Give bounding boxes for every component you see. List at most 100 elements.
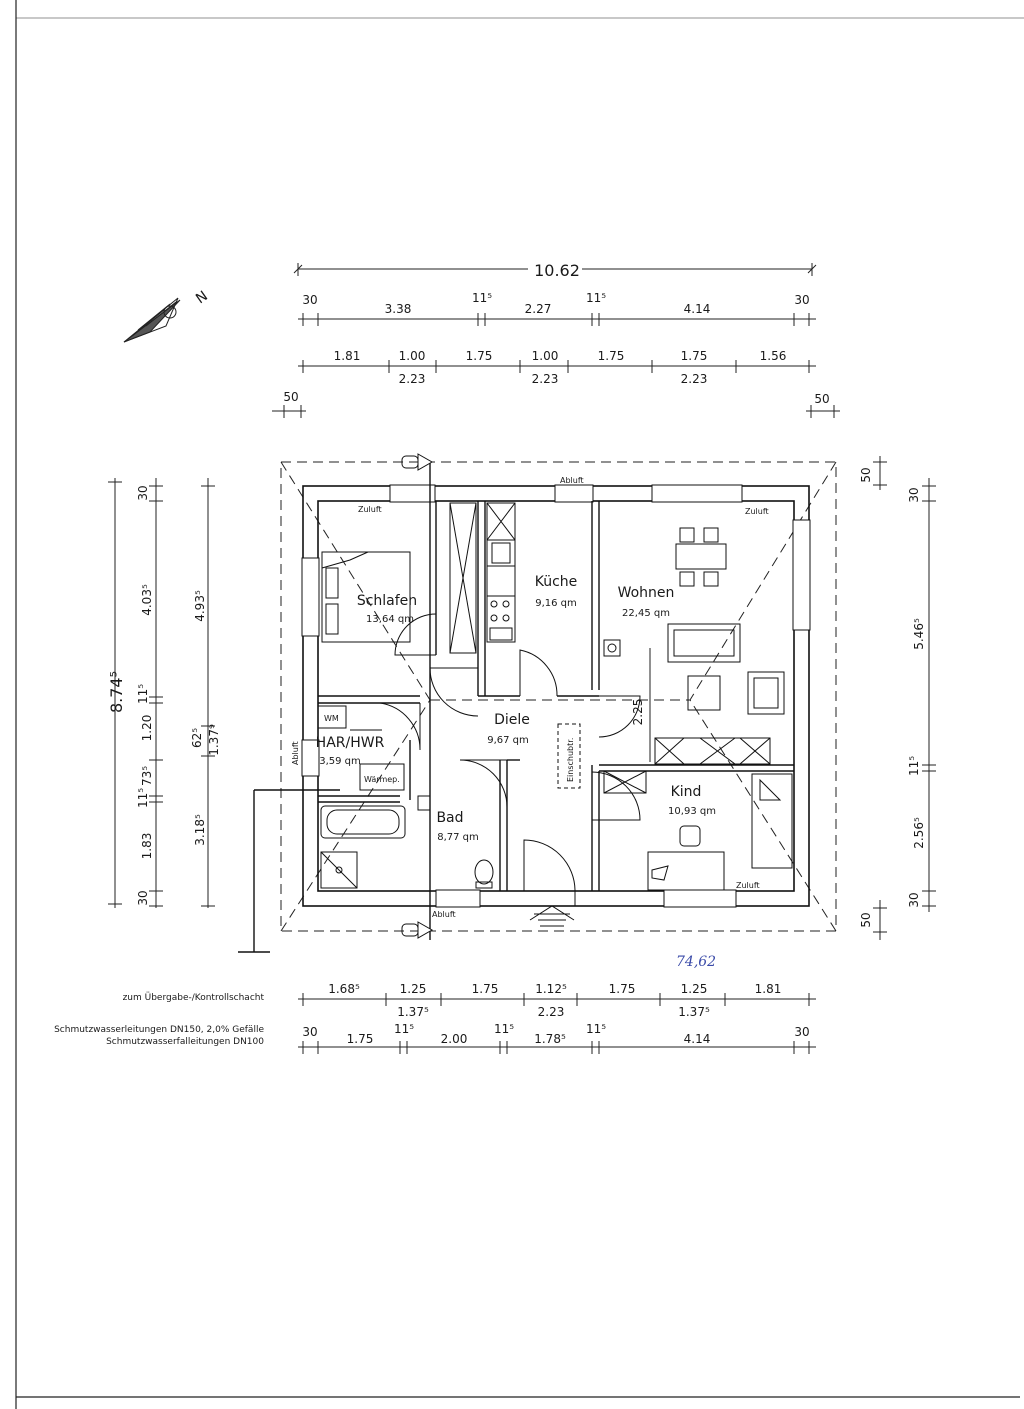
eave-left-label: 50 xyxy=(283,390,298,404)
dim-label: 11⁵ xyxy=(907,756,921,776)
room-area-kind: 10,93 qm xyxy=(668,806,716,817)
room-name-diele: Diele xyxy=(494,712,530,728)
legend-line: zum Übergabe-/Kontrollschacht xyxy=(123,992,265,1003)
legend-line: Schmutzwasserleitungen DN150, 2,0% Gefäl… xyxy=(54,1025,264,1035)
dim-label: 1.78⁵ xyxy=(534,1032,566,1046)
dim-label: 4.93⁵ xyxy=(193,590,207,622)
dim-label: 30 xyxy=(907,487,921,502)
dim-label: 1.37⁵ xyxy=(397,1005,429,1019)
dim-label: 62⁵ xyxy=(190,728,204,748)
dim-label: 1.00 xyxy=(399,349,426,363)
dim-label: 1.83 xyxy=(140,833,154,860)
dim-label: 3.18⁵ xyxy=(193,814,207,846)
room-name-bad: Bad xyxy=(436,810,463,826)
room-name-har: HAR/HWR xyxy=(316,735,385,751)
dim-label: 4.14 xyxy=(684,302,711,316)
dim-label: 8.74⁵ xyxy=(107,671,126,713)
dim-label: 30 xyxy=(794,293,809,307)
dim-label: 11⁵ xyxy=(394,1022,414,1036)
dim-label: 30 xyxy=(302,293,317,307)
room-area-kueche: 9,16 qm xyxy=(535,598,577,609)
room-labels: Schlafen 13,64 qm Küche 9,16 qm Wohnen 2… xyxy=(316,574,716,843)
dim-label: 11⁵ xyxy=(136,788,150,808)
room-area-schlafen: 13,64 qm xyxy=(366,614,414,625)
dim-label: 50 xyxy=(859,467,873,482)
entrance-steps-icon xyxy=(529,905,575,927)
label-zuluft: Zuluft xyxy=(736,881,760,890)
dim-label: 2.23 xyxy=(538,1005,565,1019)
dim-label: 1.00 xyxy=(532,349,559,363)
top-row2-labels: 1.81 1.00 1.75 1.00 1.75 1.75 1.56 2.23 … xyxy=(334,349,787,386)
dim-label: 30 xyxy=(136,485,150,500)
dim-label: 2.23 xyxy=(681,372,708,386)
room-area-har: 3,59 qm xyxy=(319,756,361,767)
dim-label: 1.20 xyxy=(140,715,154,742)
room-name-kueche: Küche xyxy=(535,574,578,590)
room-name-schlafen: Schlafen xyxy=(357,593,417,609)
dim-label: 2.27 xyxy=(525,302,552,316)
bath-fixtures xyxy=(320,795,494,889)
dim-label: 2.23 xyxy=(532,372,559,386)
dim-label: 11⁵ xyxy=(586,1022,606,1036)
dim-label: 1.56 xyxy=(760,349,787,363)
dim-label: 2.23 xyxy=(399,372,426,386)
dim-label: 1.75 xyxy=(347,1032,374,1046)
left-dimensions xyxy=(108,478,215,908)
dim-label: 4.03⁵ xyxy=(140,584,154,616)
windows xyxy=(301,484,811,908)
bottom-dimensions xyxy=(298,993,816,1054)
dim-label: 1.81 xyxy=(334,349,361,363)
living-furniture xyxy=(603,527,785,765)
dim-label: 1.81 xyxy=(755,982,782,996)
dim-label: 2.00 xyxy=(441,1032,468,1046)
overall-width: 10.62 xyxy=(534,261,580,280)
dim-label: 2.56⁵ xyxy=(912,817,926,849)
dim-label: 1.75 xyxy=(609,982,636,996)
dim-label: 30 xyxy=(136,890,150,905)
legend-line: Schmutzwasserfalleitungen DN100 xyxy=(106,1037,264,1047)
label-waermep: Wärmep. xyxy=(364,775,400,784)
dim-label: 1.12⁵ xyxy=(535,982,567,996)
bed xyxy=(321,551,411,643)
north-label: N xyxy=(193,288,211,307)
dim-label: 2.25 xyxy=(631,699,645,726)
dim-label: 1.25 xyxy=(400,982,427,996)
label-einschubtr: Einschubtr. xyxy=(566,738,575,782)
utility-units xyxy=(317,705,405,791)
label-abluft: Abluft xyxy=(291,741,300,765)
room-area-bad: 8,77 qm xyxy=(437,832,479,843)
dim-label: 1.75 xyxy=(598,349,625,363)
right-dimensions xyxy=(649,456,936,940)
dim-label: 50 xyxy=(859,912,873,927)
legend: zum Übergabe-/Kontrollschacht Schmutzwas… xyxy=(54,992,264,1047)
dim-label: 1.68⁵ xyxy=(328,982,360,996)
eave-right-label: 50 xyxy=(814,392,829,406)
attic-ladder: Einschubtr. xyxy=(557,723,581,789)
dim-label: 30 xyxy=(794,1025,809,1039)
page-frame xyxy=(15,0,1024,1409)
dim-label: 1.37⁹ xyxy=(207,724,221,756)
dim-label: 30 xyxy=(302,1025,317,1039)
dim-label: 11⁵ xyxy=(586,291,606,305)
bottom-row1-labels: 1.68⁵ 1.25 1.75 1.12⁵ 1.75 1.25 1.81 1.3… xyxy=(328,982,781,1019)
vent-pipes xyxy=(401,453,434,939)
room-area-diele: 9,67 qm xyxy=(487,735,529,746)
dim-label: 4.14 xyxy=(684,1032,711,1046)
north-arrow-icon xyxy=(123,297,181,343)
sewage-line xyxy=(238,462,431,953)
room-name-wohnen: Wohnen xyxy=(618,585,675,601)
left-dim-labels: 8.74⁵ 30 4.03⁵ 11⁵ 1.20 73⁵ 11⁵ 1.83 30 … xyxy=(107,485,221,905)
top-row1-labels: 30 3.38 11⁵ 2.27 11⁵ 4.14 30 xyxy=(302,291,809,316)
right-dim-labels: 50 50 30 5.46⁵ 11⁵ 2.56⁵ 30 2.25 xyxy=(631,467,926,927)
label-wm: WM xyxy=(324,714,339,723)
dim-label: 1.25 xyxy=(681,982,708,996)
dim-label: 11⁵ xyxy=(472,291,492,305)
interior-walls xyxy=(318,501,794,891)
ventilation-labels: Zuluft Abluft Zuluft Zuluft Abluft Abluf… xyxy=(291,476,769,919)
dim-label: 11⁵ xyxy=(136,684,150,704)
child-room-furniture xyxy=(603,770,793,891)
handwritten-total-area: 74,62 xyxy=(676,954,716,970)
label-zuluft: Zuluft xyxy=(358,505,382,514)
dim-label: 73⁵ xyxy=(140,766,154,786)
